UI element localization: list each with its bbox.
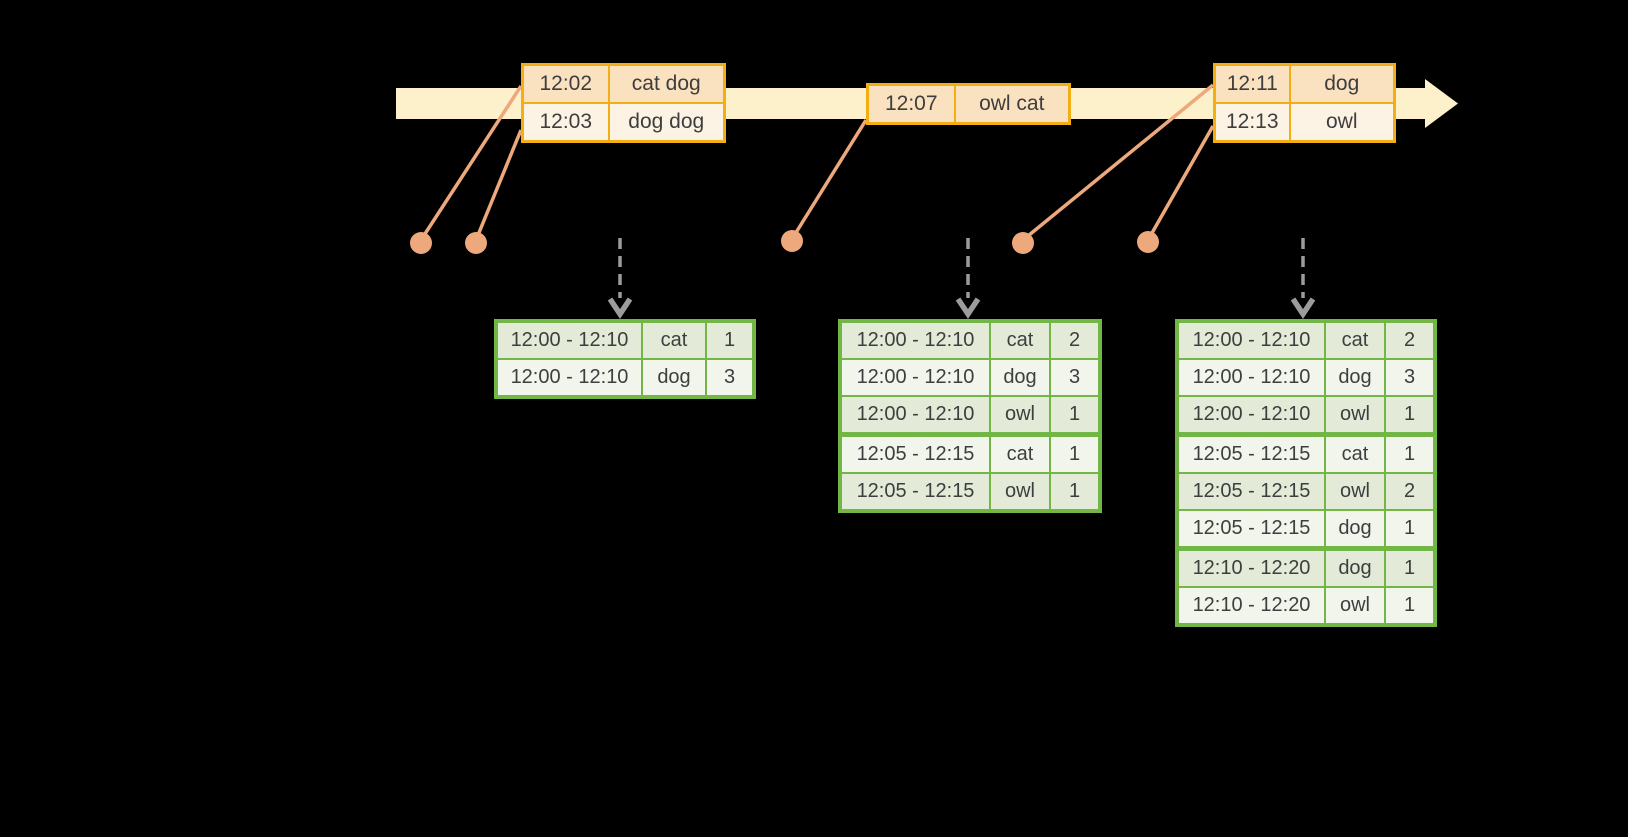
result-row: 12:10 - 12:20 owl 1 — [1176, 586, 1436, 626]
event-row: 12:02 cat dog — [521, 63, 726, 104]
event-table-1: 12:02 cat dog 12:03 dog dog — [521, 63, 726, 143]
result-word: cat — [1324, 320, 1386, 360]
result-count: 2 — [1049, 320, 1101, 360]
result-window: 12:00 - 12:10 — [1176, 358, 1326, 397]
event-words: owl cat — [953, 83, 1071, 125]
result-window: 12:00 - 12:10 — [1176, 395, 1326, 436]
result-word: cat — [989, 320, 1051, 360]
result-window: 12:00 - 12:10 — [839, 320, 991, 360]
result-table-3: 12:00 - 12:10 cat 2 12:00 - 12:10 dog 3 … — [1175, 319, 1437, 627]
result-count: 1 — [1384, 509, 1436, 550]
event-dot-5 — [1137, 231, 1159, 253]
result-window: 12:05 - 12:15 — [1176, 472, 1326, 511]
result-word: cat — [989, 432, 1051, 474]
event-time: 12:02 — [521, 63, 610, 104]
result-count: 1 — [1384, 546, 1436, 588]
event-dot-2 — [465, 232, 487, 254]
result-table-1: 12:00 - 12:10 cat 1 12:00 - 12:10 dog 3 — [494, 319, 756, 399]
result-count: 1 — [1384, 432, 1436, 474]
result-window: 12:05 - 12:15 — [1176, 432, 1326, 474]
event-time: 12:13 — [1213, 102, 1291, 143]
result-window: 12:05 - 12:15 — [839, 472, 991, 512]
result-row: 12:05 - 12:15 owl 2 — [1176, 472, 1436, 511]
result-word: dog — [1324, 509, 1386, 550]
result-word: owl — [989, 395, 1051, 436]
result-window: 12:00 - 12:10 — [495, 320, 643, 360]
result-word: cat — [1324, 432, 1386, 474]
result-word: owl — [989, 472, 1051, 512]
event-row: 12:11 dog — [1213, 63, 1396, 104]
result-row: 12:00 - 12:10 cat 2 — [1176, 320, 1436, 360]
connector-line-3 — [790, 119, 868, 240]
event-table-2: 12:07 owl cat — [866, 83, 1071, 125]
event-row: 12:13 owl — [1213, 102, 1396, 143]
timeline-arrowhead-icon — [1425, 79, 1458, 128]
connector-line-1 — [419, 85, 523, 241]
result-word: owl — [1324, 472, 1386, 511]
result-row: 12:00 - 12:10 cat 1 — [495, 320, 755, 360]
result-word: owl — [1324, 586, 1386, 626]
event-time: 12:03 — [521, 102, 610, 143]
result-row: 12:05 - 12:15 cat 1 — [839, 432, 1101, 474]
result-row: 12:00 - 12:10 dog 3 — [495, 358, 755, 398]
result-window: 12:00 - 12:10 — [839, 395, 991, 436]
result-count: 1 — [1049, 472, 1101, 512]
result-row: 12:00 - 12:10 owl 1 — [1176, 395, 1436, 436]
result-count: 1 — [1384, 395, 1436, 436]
result-window: 12:00 - 12:10 — [1176, 320, 1326, 360]
result-row: 12:10 - 12:20 dog 1 — [1176, 546, 1436, 588]
result-count: 1 — [1049, 432, 1101, 474]
result-word: dog — [1324, 546, 1386, 588]
result-word: dog — [1324, 358, 1386, 397]
trigger-arrowhead-icon-3 — [1290, 297, 1316, 319]
result-row: 12:00 - 12:10 dog 3 — [1176, 358, 1436, 397]
result-table-2: 12:00 - 12:10 cat 2 12:00 - 12:10 dog 3 … — [838, 319, 1102, 513]
result-window: 12:10 - 12:20 — [1176, 546, 1326, 588]
event-words: dog — [1288, 63, 1396, 104]
result-row: 12:05 - 12:15 cat 1 — [1176, 432, 1436, 474]
result-count: 1 — [1384, 586, 1436, 626]
result-count: 1 — [1049, 395, 1101, 436]
result-count: 3 — [705, 358, 755, 398]
result-word: dog — [641, 358, 707, 398]
result-window: 12:10 - 12:20 — [1176, 586, 1326, 626]
event-words: cat dog — [607, 63, 726, 104]
event-dot-3 — [781, 230, 803, 252]
event-table-3: 12:11 dog 12:13 owl — [1213, 63, 1396, 143]
result-row: 12:05 - 12:15 dog 1 — [1176, 509, 1436, 550]
result-count: 3 — [1049, 358, 1101, 397]
connector-line-5 — [1146, 125, 1215, 241]
event-time: 12:07 — [866, 83, 956, 125]
result-row: 12:00 - 12:10 owl 1 — [839, 395, 1101, 436]
connector-line-2 — [474, 129, 523, 241]
event-dot-4 — [1012, 232, 1034, 254]
result-window: 12:05 - 12:15 — [1176, 509, 1326, 550]
result-count: 3 — [1384, 358, 1436, 397]
trigger-arrowhead-icon-2 — [955, 297, 981, 319]
event-words: dog dog — [607, 102, 726, 143]
result-row: 12:00 - 12:10 cat 2 — [839, 320, 1101, 360]
event-dot-1 — [410, 232, 432, 254]
trigger-arrowhead-icon-1 — [607, 297, 633, 319]
result-word: cat — [641, 320, 707, 360]
connector-line-4 — [1021, 83, 1215, 242]
event-time: 12:11 — [1213, 63, 1291, 104]
result-word: dog — [989, 358, 1051, 397]
result-count: 2 — [1384, 320, 1436, 360]
result-row: 12:05 - 12:15 owl 1 — [839, 472, 1101, 512]
event-words: owl — [1288, 102, 1396, 143]
result-window: 12:00 - 12:10 — [839, 358, 991, 397]
event-row: 12:07 owl cat — [866, 83, 1071, 125]
result-count: 1 — [705, 320, 755, 360]
result-window: 12:00 - 12:10 — [495, 358, 643, 398]
result-word: owl — [1324, 395, 1386, 436]
result-row: 12:00 - 12:10 dog 3 — [839, 358, 1101, 397]
result-window: 12:05 - 12:15 — [839, 432, 991, 474]
event-row: 12:03 dog dog — [521, 102, 726, 143]
result-count: 2 — [1384, 472, 1436, 511]
